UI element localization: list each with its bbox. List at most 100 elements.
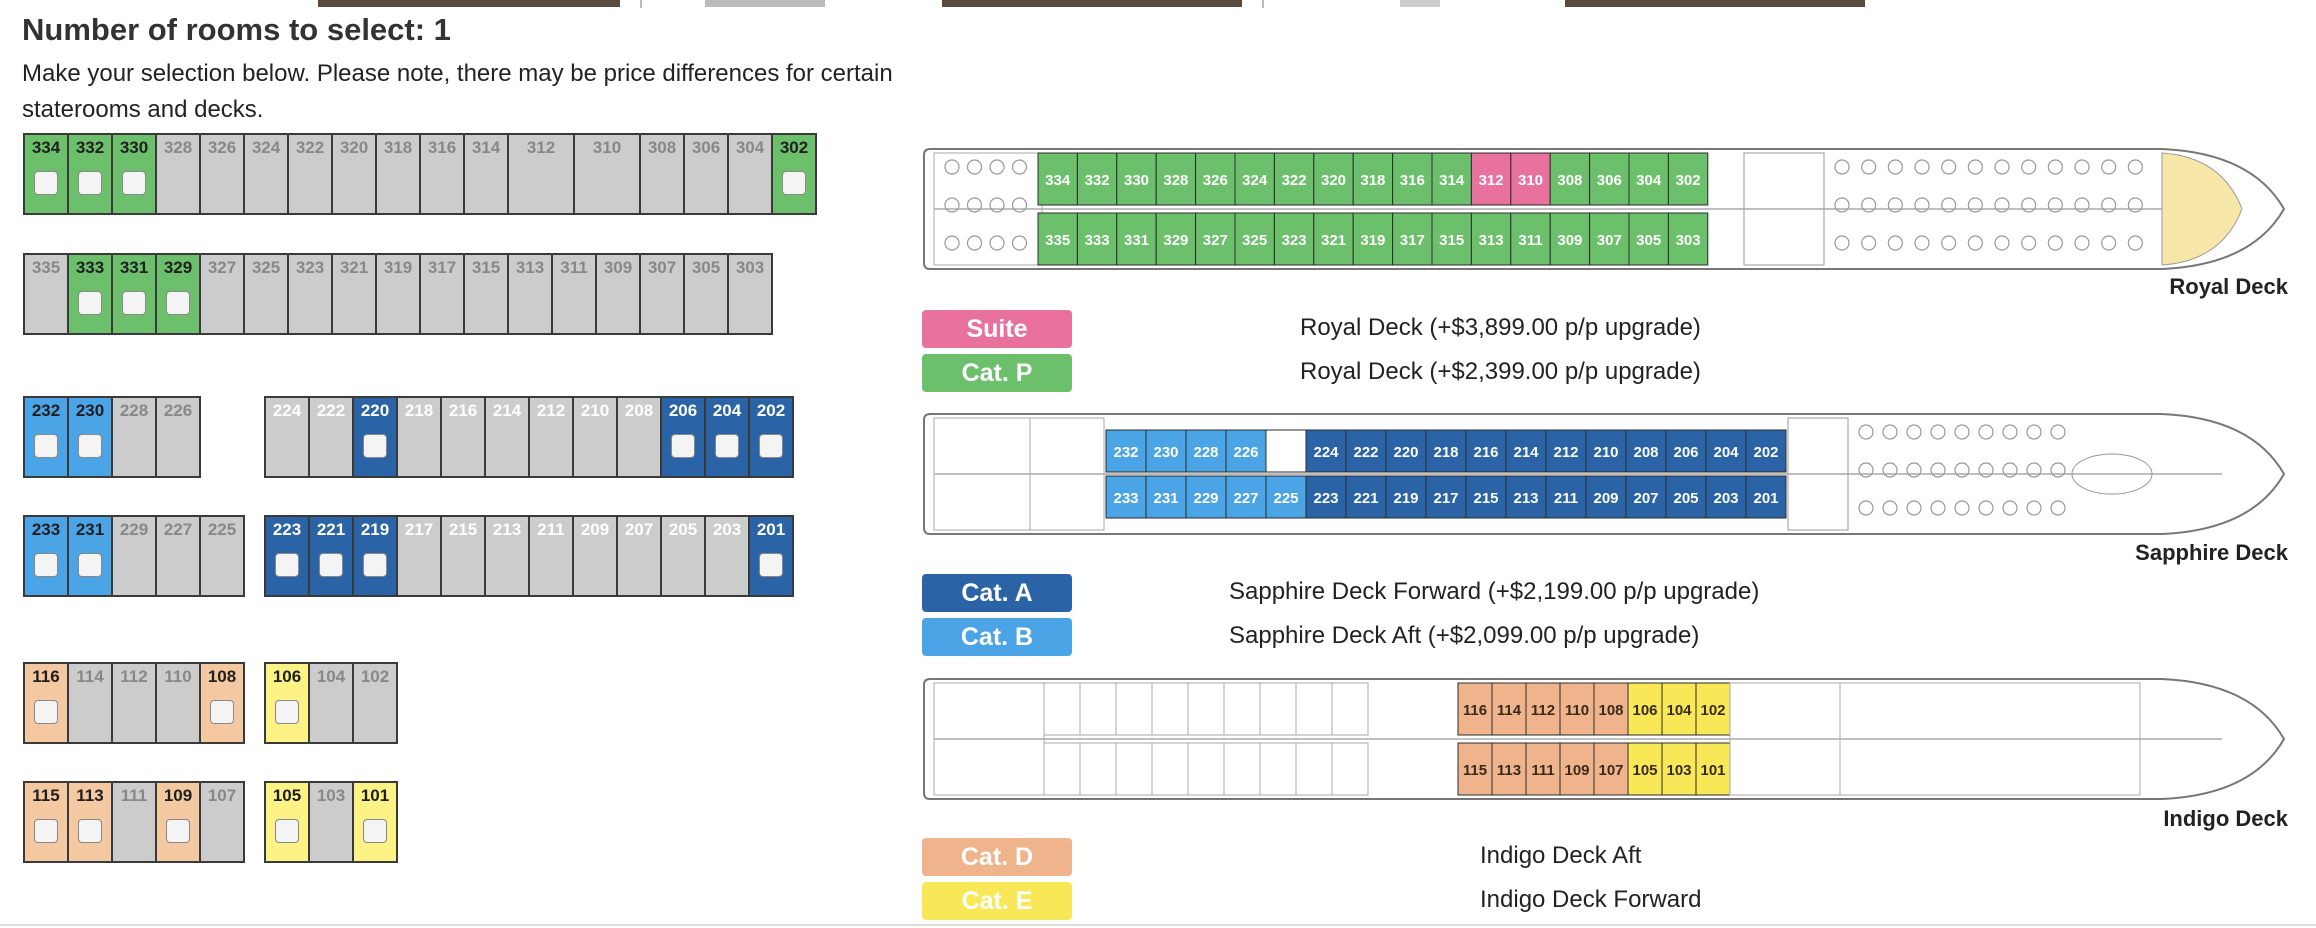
sapphire-cabin-label: 221	[1353, 490, 1378, 507]
stateroom-221[interactable]: 221	[308, 515, 354, 597]
stateroom-232-checkbox[interactable]	[34, 434, 58, 458]
stateroom-116[interactable]: 116	[23, 662, 69, 744]
stateroom-223-checkbox[interactable]	[275, 553, 299, 577]
stateroom-109-checkbox[interactable]	[166, 819, 190, 843]
sapphire-cabin-230	[1145, 429, 1187, 473]
royal-cabin-label: 305	[1636, 232, 1661, 249]
lounge-seat	[1967, 197, 1983, 213]
lounge-seat	[1834, 197, 1850, 213]
stateroom-number: 103	[316, 786, 346, 805]
sapphire-cabin-label: 222	[1353, 444, 1378, 461]
stateroom-302-checkbox[interactable]	[782, 171, 806, 195]
stateroom-115-checkbox[interactable]	[34, 819, 58, 843]
stateroom-329-checkbox[interactable]	[166, 291, 190, 315]
stateroom-106-checkbox[interactable]	[275, 700, 299, 724]
stateroom-206-checkbox[interactable]	[671, 434, 695, 458]
stateroom-230[interactable]: 230	[67, 396, 113, 478]
stateroom-330[interactable]: 330	[111, 133, 157, 215]
lounge-seat	[1954, 500, 1970, 516]
sapphire-cabin-label: 209	[1593, 490, 1618, 507]
stateroom-220[interactable]: 220	[352, 396, 398, 478]
royal-cabin-label: 312	[1479, 172, 1504, 189]
indigo-cabin-103	[1661, 742, 1697, 796]
royal-cabin-label: 321	[1321, 232, 1346, 249]
stateroom-206[interactable]: 206	[660, 396, 706, 478]
indigo-cabin-105	[1627, 742, 1663, 796]
sapphire-cabin-label: 213	[1513, 490, 1538, 507]
stateroom-209: 209	[572, 515, 618, 597]
lounge-seat	[989, 159, 1005, 175]
stateroom-202-checkbox[interactable]	[759, 434, 783, 458]
stateroom-318: 318	[375, 133, 421, 215]
stateroom-number: 111	[120, 786, 148, 805]
sapphire-cabin-205	[1665, 475, 1707, 519]
stateroom-326: 326	[199, 133, 245, 215]
stateroom-216: 216	[440, 396, 486, 478]
stateroom-232[interactable]: 232	[23, 396, 69, 478]
stateroom-101[interactable]: 101	[352, 781, 398, 863]
sapphire-cabin-label: 225	[1273, 490, 1298, 507]
stateroom-201[interactable]: 201	[748, 515, 794, 597]
stateroom-302[interactable]: 302	[771, 133, 817, 215]
stateroom-101-checkbox[interactable]	[363, 819, 387, 843]
stateroom-305: 305	[683, 253, 729, 335]
sapphire-cabin-208	[1625, 429, 1667, 473]
lounge-seat	[966, 159, 983, 175]
indigo-cabin-label: 109	[1564, 762, 1589, 779]
royal-cabin-333	[1076, 212, 1118, 266]
stateroom-221-checkbox[interactable]	[319, 553, 343, 577]
royal-cabin-label: 329	[1163, 232, 1188, 249]
stateroom-220-checkbox[interactable]	[363, 434, 387, 458]
stateroom-113[interactable]: 113	[67, 781, 113, 863]
lounge-seat	[2047, 159, 2063, 175]
stateroom-105-checkbox[interactable]	[275, 819, 299, 843]
stateroom-106[interactable]: 106	[264, 662, 310, 744]
lounge-seat	[1011, 197, 1028, 213]
stateroom-231-checkbox[interactable]	[78, 553, 102, 577]
stateroom-334-checkbox[interactable]	[34, 171, 58, 195]
stateroom-204[interactable]: 204	[704, 396, 750, 478]
royal-cabin-328	[1155, 152, 1197, 206]
stateroom-108[interactable]: 108	[199, 662, 245, 744]
stateroom-109[interactable]: 109	[155, 781, 201, 863]
stateroom-number: 116	[32, 667, 60, 686]
stateroom-number: 212	[536, 401, 566, 420]
stateroom-332[interactable]: 332	[67, 133, 113, 215]
indigo-cabin-108	[1593, 682, 1629, 736]
sapphire-cabin-label: 204	[1713, 444, 1739, 461]
stateroom-333[interactable]: 333	[67, 253, 113, 335]
stateroom-231[interactable]: 231	[67, 515, 113, 597]
stateroom-329[interactable]: 329	[155, 253, 201, 335]
stateroom-201-checkbox[interactable]	[759, 553, 783, 577]
stateroom-number: 222	[316, 401, 346, 420]
stateroom-333-checkbox[interactable]	[78, 291, 102, 315]
stateroom-115[interactable]: 115	[23, 781, 69, 863]
stateroom-219-checkbox[interactable]	[363, 553, 387, 577]
stateroom-330-checkbox[interactable]	[122, 171, 146, 195]
stateroom-230-checkbox[interactable]	[78, 434, 102, 458]
stateroom-334[interactable]: 334	[23, 133, 69, 215]
stateroom-317: 317	[419, 253, 465, 335]
stateroom-332-checkbox[interactable]	[78, 171, 102, 195]
sapphire-cabin-221	[1345, 475, 1387, 519]
lounge-seat	[1954, 462, 1970, 478]
stateroom-108-checkbox[interactable]	[210, 700, 234, 724]
stateroom-223[interactable]: 223	[264, 515, 310, 597]
stateroom-number: 227	[163, 520, 193, 539]
royal-cabin-label: 320	[1321, 172, 1346, 189]
lounge-seat	[944, 235, 960, 251]
stateroom-105[interactable]: 105	[264, 781, 310, 863]
lounge-seat	[2047, 235, 2063, 251]
stateroom-219[interactable]: 219	[352, 515, 398, 597]
stateroom-331[interactable]: 331	[111, 253, 157, 335]
stateroom-204-checkbox[interactable]	[715, 434, 739, 458]
stateroom-233[interactable]: 233	[23, 515, 69, 597]
stateroom-202[interactable]: 202	[748, 396, 794, 478]
sapphire-cabin-label: 217	[1433, 490, 1458, 507]
sapphire-cabin-231	[1145, 475, 1187, 519]
stateroom-233-checkbox[interactable]	[34, 553, 58, 577]
stateroom-331-checkbox[interactable]	[122, 291, 146, 315]
stateroom-number: 305	[691, 258, 721, 277]
stateroom-116-checkbox[interactable]	[34, 700, 58, 724]
stateroom-113-checkbox[interactable]	[78, 819, 102, 843]
